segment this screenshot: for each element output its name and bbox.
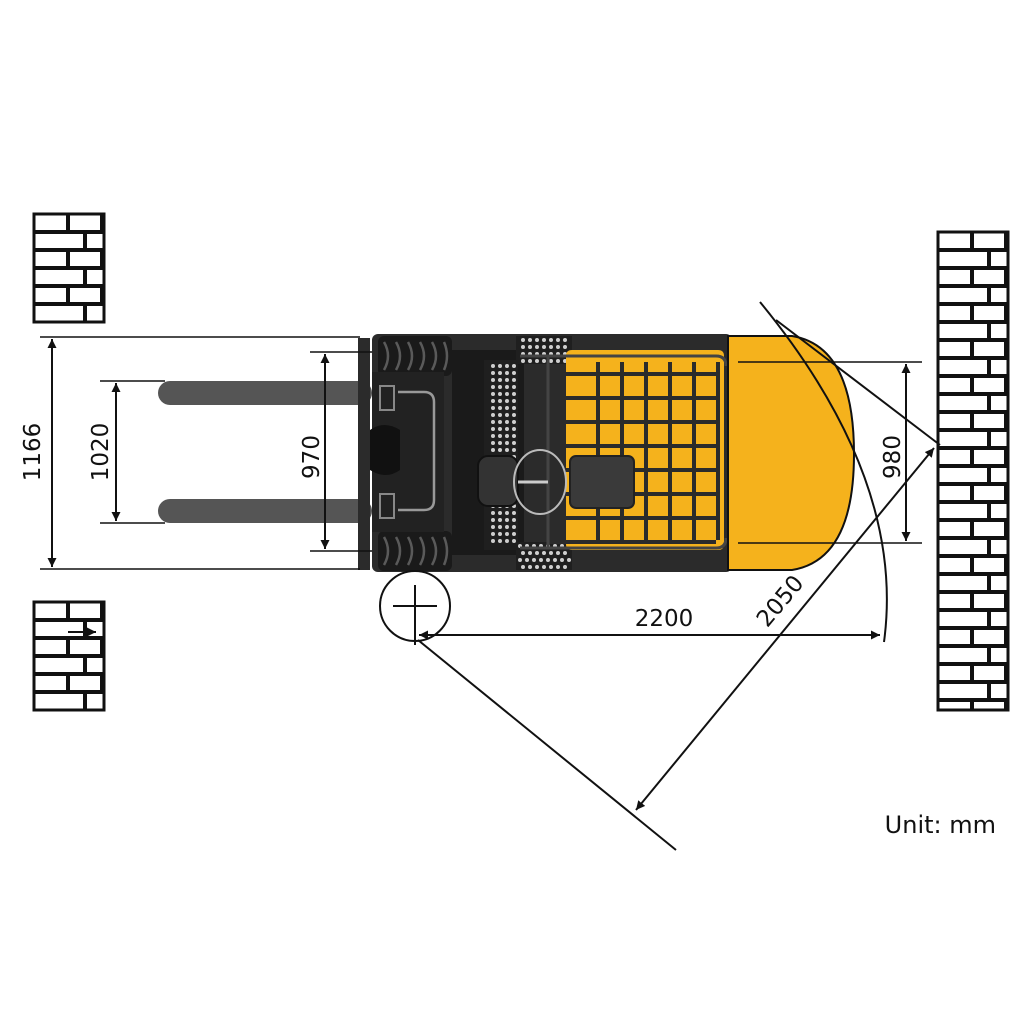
dim-label-turning-radius: 2050: [752, 571, 810, 633]
brick-wall-icon: [936, 230, 1010, 712]
unit-label: Unit: mm: [885, 811, 996, 839]
brick-wall-icon: [32, 600, 106, 712]
counterweight: [727, 335, 856, 571]
pivot-crosshair-icon: [379, 570, 451, 645]
steering-wheel: [477, 449, 567, 515]
seat: [569, 455, 635, 509]
mast: [370, 372, 444, 532]
dim-label-carriage-width: 970: [299, 435, 325, 479]
front-wheel-lower: [378, 531, 452, 571]
swing-line-lower: [417, 639, 677, 851]
swing-line-upper: [775, 319, 941, 446]
fork-lower: [158, 499, 372, 523]
brick-wall-icon: [32, 212, 106, 324]
dim-label-fork-spread: 1020: [88, 423, 114, 482]
fork-upper: [158, 381, 372, 405]
dim-label-overall-width: 1166: [20, 423, 46, 482]
forklift: [158, 334, 856, 572]
dim-line-turning-radius: [635, 447, 935, 811]
fork-carriage: [358, 338, 370, 570]
dim-label-aisle-length: 2200: [635, 606, 694, 632]
front-wheel-upper: [378, 336, 452, 376]
dim-label-counterweight-width: 980: [880, 435, 906, 479]
tread-dots: [491, 338, 571, 569]
